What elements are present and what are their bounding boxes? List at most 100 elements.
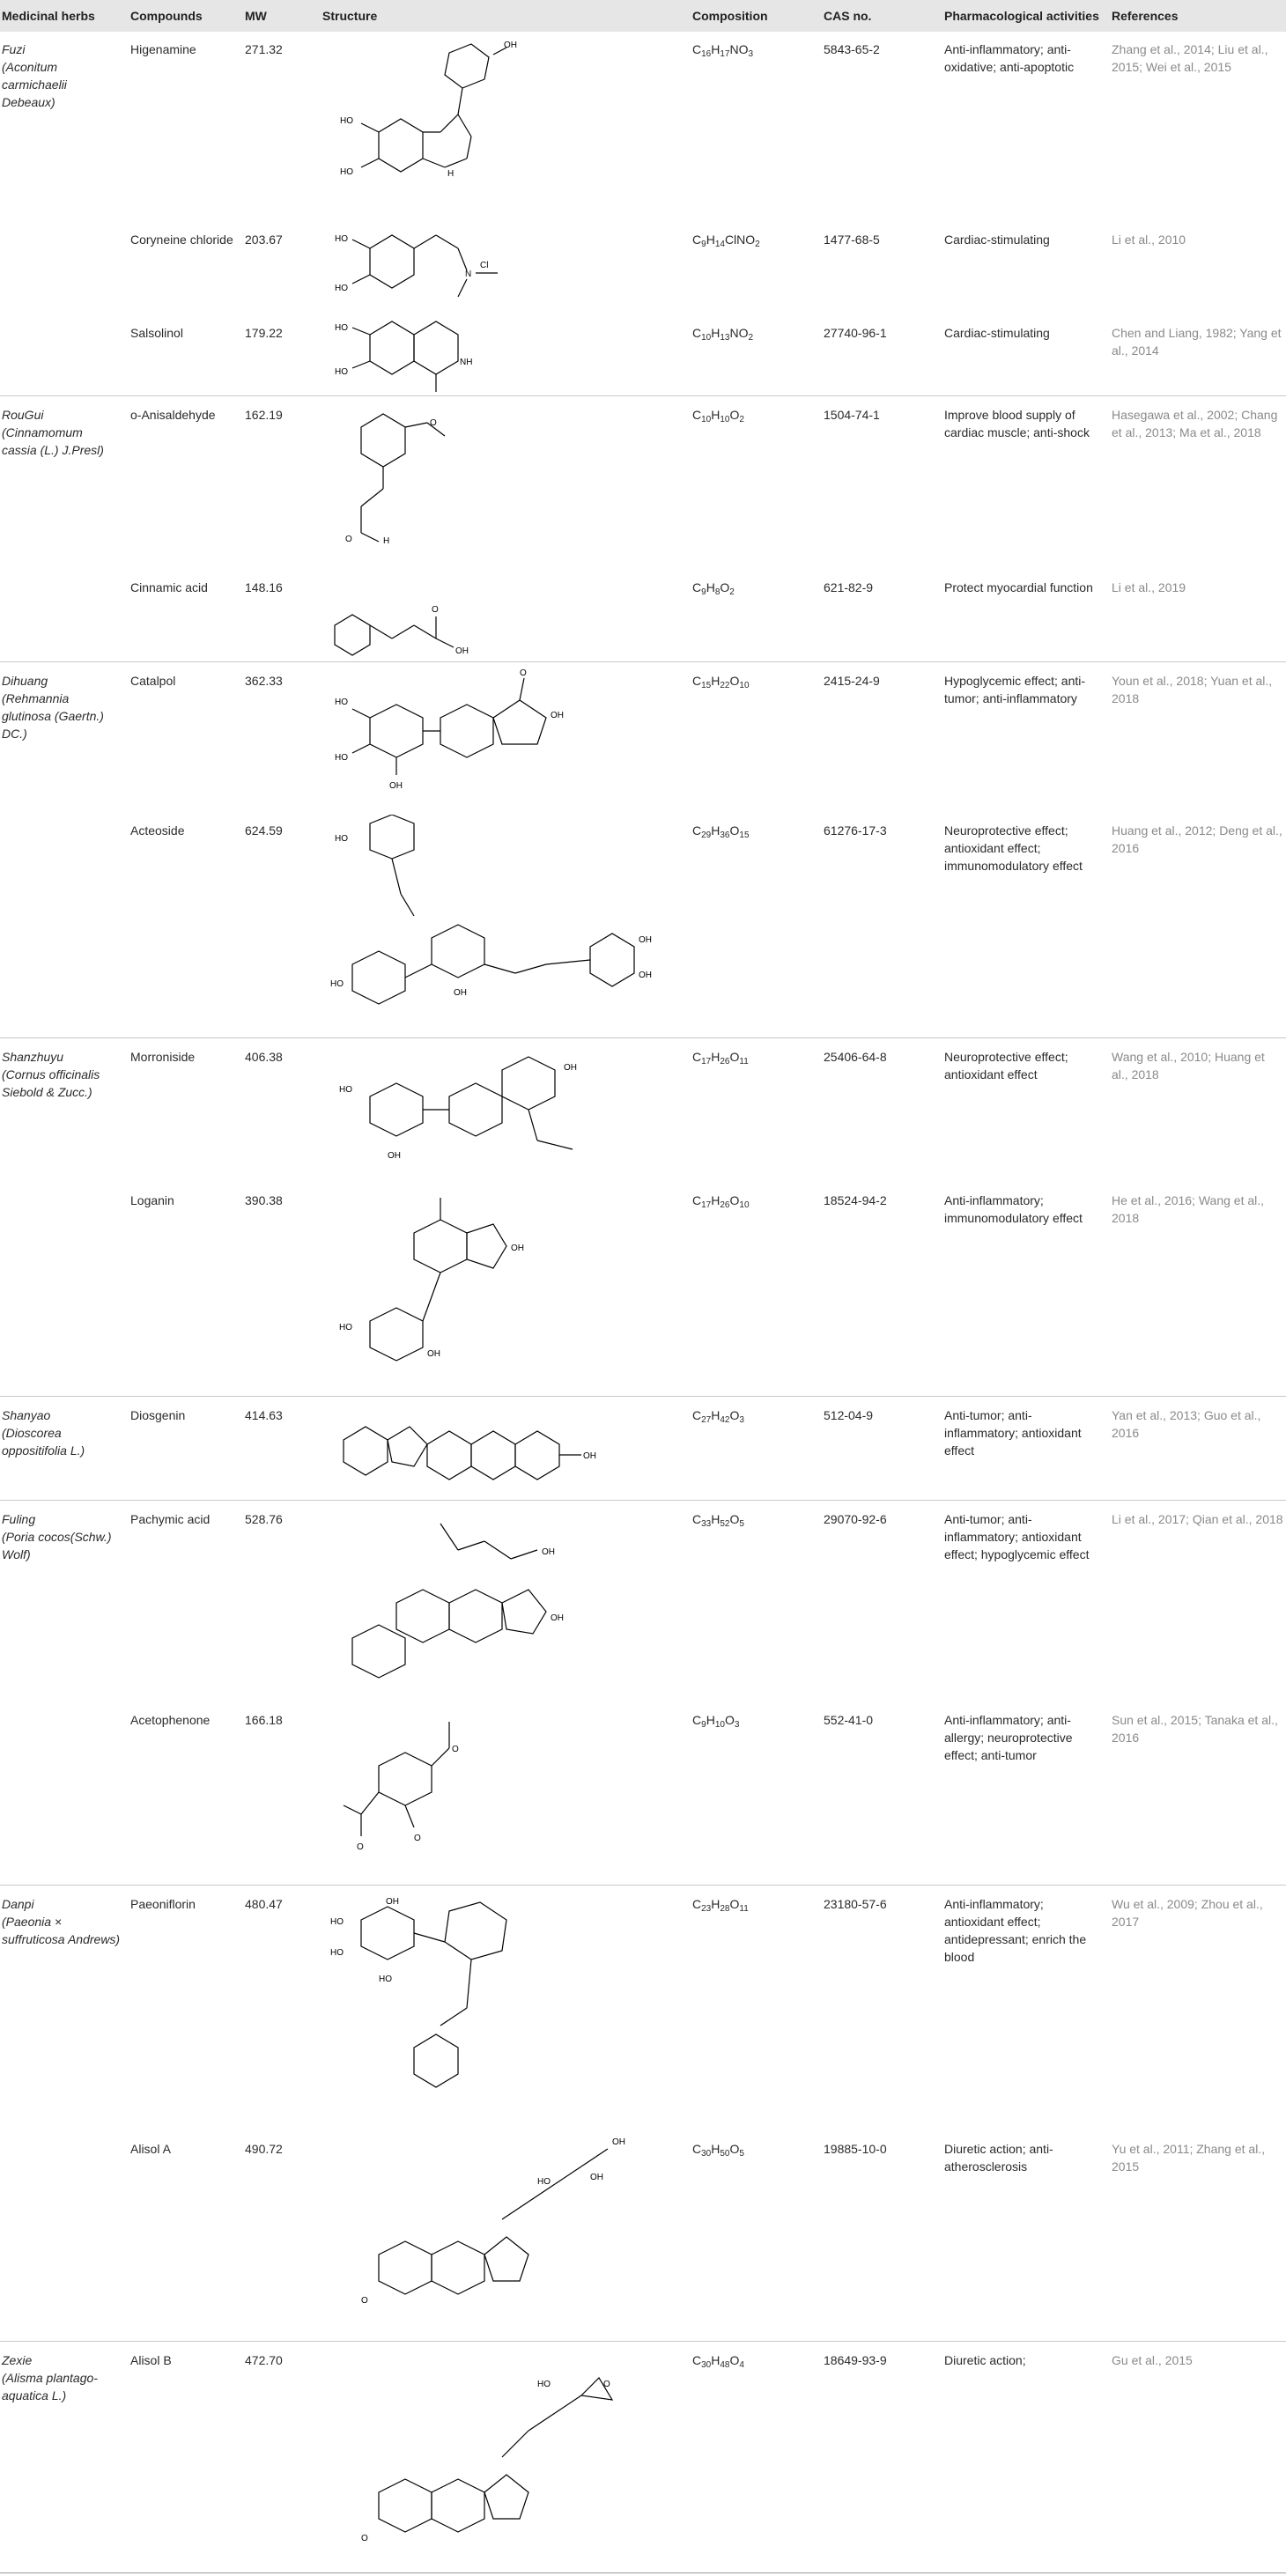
struct-label: HO bbox=[339, 1085, 352, 1095]
composition-formula: C9H8O2 bbox=[692, 580, 735, 597]
struct-label: HO bbox=[330, 1917, 344, 1927]
composition-formula: C17H26O10 bbox=[692, 1193, 750, 1210]
compound-name: Alisol A bbox=[130, 2142, 171, 2156]
cas-number: 27740-96-1 bbox=[824, 326, 887, 340]
compound-name: Catalpol bbox=[130, 674, 176, 688]
struct-label: O bbox=[452, 1745, 459, 1754]
struct-label: OH bbox=[454, 988, 467, 998]
composition-formula: C9H14ClNO2 bbox=[692, 233, 760, 249]
pharmacological-activities: Anti-inflammatory; antioxidant effect; a… bbox=[944, 1897, 1087, 1964]
composition-formula: C30H48O4 bbox=[692, 2353, 744, 2370]
compound-name: Pachymic acid bbox=[130, 1512, 211, 1526]
struct-label: OH bbox=[386, 1897, 399, 1907]
header-structure: Structure bbox=[322, 9, 378, 23]
herb-fuling: Fuling (Poria cocos(Schw.) Wolf) bbox=[2, 1510, 121, 1563]
herb-latin: (Cornus officinalis Siebold & Zucc.) bbox=[2, 1067, 100, 1099]
composition-formula: C30H50O5 bbox=[692, 2142, 744, 2159]
herb-latin: (Aconitum carmichaelii Debeaux) bbox=[2, 60, 67, 109]
structure-catalpol: HO HO OH OH O bbox=[335, 665, 599, 806]
structure-loganin: OH HO OH bbox=[335, 1189, 599, 1383]
compound-name: Acteoside bbox=[130, 823, 185, 838]
herb-dihuang: Dihuang (Rehmannia glutinosa (Gaertn.) D… bbox=[2, 672, 121, 742]
references: Wang et al., 2010; Huang et al., 2018 bbox=[1112, 1050, 1265, 1081]
struct-label: OH bbox=[427, 1349, 440, 1359]
compound-name: Salsolinol bbox=[130, 326, 183, 340]
struct-label: HO bbox=[340, 116, 353, 126]
herb-latin: (Poria cocos(Schw.) Wolf) bbox=[2, 1530, 112, 1561]
struct-label: HO bbox=[335, 753, 348, 763]
group-divider bbox=[0, 1885, 1286, 1886]
structure-alisol-b: HO O O bbox=[326, 2351, 661, 2572]
header-cas: CAS no. bbox=[824, 9, 872, 23]
references: Yan et al., 2013; Guo et al., 2016 bbox=[1112, 1408, 1261, 1440]
structure-paeoniflorin: HO HO OH HO bbox=[326, 1893, 590, 2131]
struct-label: NH bbox=[460, 358, 472, 367]
structure-coryneine: HO HO N Cl bbox=[335, 222, 546, 310]
references: Li et al., 2017; Qian et al., 2018 bbox=[1112, 1512, 1283, 1526]
herb-name: Fuzi bbox=[2, 42, 26, 56]
struct-label: O bbox=[361, 2534, 368, 2543]
struct-label: OH bbox=[583, 1451, 596, 1461]
herb-name: Shanyao bbox=[2, 1408, 51, 1422]
molecular-weight: 490.72 bbox=[245, 2142, 283, 2156]
struct-label: HO bbox=[330, 979, 344, 989]
struct-label: OH bbox=[504, 41, 517, 50]
cas-number: 552-41-0 bbox=[824, 1713, 874, 1727]
cas-number: 1477-68-5 bbox=[824, 233, 880, 247]
struct-label: O bbox=[520, 668, 527, 678]
header-composition: Composition bbox=[692, 9, 768, 23]
molecular-weight: 162.19 bbox=[245, 408, 283, 422]
molecular-weight: 528.76 bbox=[245, 1512, 283, 1526]
struct-label: OH bbox=[388, 1151, 401, 1161]
herb-latin: (Rehmannia glutinosa (Gaertn.) DC.) bbox=[2, 691, 104, 741]
pharmacological-activities: Diuretic action; bbox=[944, 2353, 1026, 2367]
references: Chen and Liang, 1982; Yang et al., 2014 bbox=[1112, 326, 1282, 358]
struct-label: HO bbox=[537, 2177, 551, 2187]
struct-label: O bbox=[430, 418, 437, 428]
compound-name: Paeoniflorin bbox=[130, 1897, 196, 1911]
composition-formula: C27H42O3 bbox=[692, 1408, 744, 1425]
herb-name: RouGui bbox=[2, 408, 44, 422]
composition-formula: C15H22O10 bbox=[692, 674, 750, 690]
references: Wu et al., 2009; Zhou et al., 2017 bbox=[1112, 1897, 1263, 1929]
composition-formula: C10H10O2 bbox=[692, 408, 744, 424]
structure-acetophenone: O O O bbox=[326, 1713, 520, 1871]
struct-label: HO bbox=[339, 1323, 352, 1332]
group-divider bbox=[0, 1396, 1286, 1397]
herb-name: Dihuang bbox=[2, 674, 48, 688]
compound-name: Acetophenone bbox=[130, 1713, 211, 1727]
references: Sun et al., 2015; Tanaka et al., 2016 bbox=[1112, 1713, 1278, 1745]
molecular-weight: 362.33 bbox=[245, 674, 283, 688]
cas-number: 18649-93-9 bbox=[824, 2353, 887, 2367]
cas-number: 29070-92-6 bbox=[824, 1512, 887, 1526]
references: Yu et al., 2011; Zhang et al., 2015 bbox=[1112, 2142, 1266, 2174]
composition-formula: C16H17NO3 bbox=[692, 42, 754, 59]
compound-name: Morroniside bbox=[130, 1050, 196, 1064]
cas-number: 512-04-9 bbox=[824, 1408, 874, 1422]
struct-label: O bbox=[357, 1842, 364, 1852]
struct-label: HO bbox=[340, 167, 353, 177]
struct-label: OH bbox=[542, 1547, 555, 1557]
struct-label: O bbox=[432, 605, 439, 615]
struct-label: HO bbox=[330, 1948, 344, 1958]
table-header: Medicinal herbs Compounds MW Structure C… bbox=[0, 0, 1286, 32]
molecular-weight: 148.16 bbox=[245, 580, 283, 594]
pharmacological-activities: Cardiac-stimulating bbox=[944, 233, 1050, 247]
composition-formula: C29H36O15 bbox=[692, 823, 750, 840]
compound-name: Loganin bbox=[130, 1193, 174, 1207]
pharmacological-activities: Cardiac-stimulating bbox=[944, 326, 1050, 340]
herb-latin: (Dioscorea oppositifolia L.) bbox=[2, 1426, 85, 1458]
compound-name: o-Anisaldehyde bbox=[130, 408, 216, 422]
struct-label: OH bbox=[639, 971, 652, 980]
struct-label: O bbox=[603, 2380, 610, 2389]
references: Li et al., 2019 bbox=[1112, 580, 1186, 594]
herb-name: Danpi bbox=[2, 1897, 34, 1911]
struct-label: H bbox=[447, 169, 454, 179]
structure-alisol-a: HO OH OH O bbox=[326, 2131, 661, 2334]
composition-formula: C9H10O3 bbox=[692, 1713, 740, 1730]
struct-label: OH bbox=[551, 1613, 564, 1623]
pharmacological-activities: Improve blood supply of cardiac muscle; … bbox=[944, 408, 1090, 439]
cas-number: 19885-10-0 bbox=[824, 2142, 887, 2156]
herb-rougui: RouGui (Cinnamomum cassia (L.) J.Presl) bbox=[2, 406, 121, 459]
group-divider bbox=[0, 1500, 1286, 1501]
